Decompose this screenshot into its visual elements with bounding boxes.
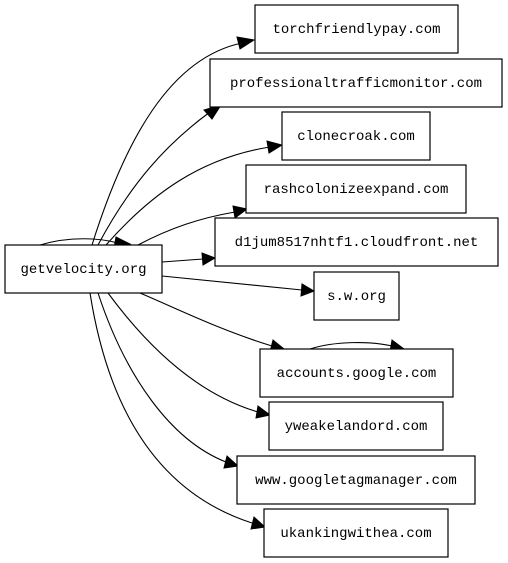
edge-to-accountsgoogle [139, 292, 273, 347]
node-label: professionaltrafficmonitor.com [230, 76, 482, 92]
edge-to-professionaltrafficmonitor [97, 111, 211, 246]
edge-to-sworg [161, 275, 303, 291]
node-label: getvelocity.org [20, 262, 146, 278]
node-cloudfront[interactable]: d1jum8517nhtf1.cloudfront.net [214, 217, 499, 267]
node-getvelocity[interactable]: getvelocity.org [4, 244, 163, 294]
edge-to-torchfriendlypay [91, 42, 243, 246]
edge-getvelocity-self [39, 238, 119, 246]
edge-to-rashcolonizeexpand [137, 211, 236, 246]
node-label: yweakelandord.com [285, 419, 428, 435]
edge-to-clonecroak [105, 146, 271, 246]
edge-to-yweakelandord [107, 292, 259, 413]
node-ukankingwithea[interactable]: ukankingwithea.com [263, 508, 449, 558]
edge-to-ukankingwithea-arrowhead [250, 516, 267, 530]
edge-to-torchfriendlypay-arrowhead [236, 36, 256, 50]
node-label: clonecroak.com [297, 129, 415, 145]
edge-to-googletagmanager-arrowhead [223, 455, 240, 469]
node-clonecroak[interactable]: clonecroak.com [281, 111, 431, 161]
edge-to-ukankingwithea [89, 292, 253, 524]
node-accountsgoogle[interactable]: accounts.google.com [259, 348, 454, 398]
edge-to-rashcolonizeexpand-arrowhead [232, 205, 249, 219]
edge-to-yweakelandord-arrowhead [255, 405, 272, 419]
node-label: www.googletagmanager.com [255, 473, 457, 489]
node-torchfriendlypay[interactable]: torchfriendlypay.com [254, 4, 459, 54]
node-professionaltrafficmonitor[interactable]: professionaltrafficmonitor.com [209, 58, 503, 108]
node-label: ukankingwithea.com [280, 526, 431, 542]
node-label: rashcolonizeexpand.com [264, 182, 449, 198]
node-rashcolonizeexpand[interactable]: rashcolonizeexpand.com [245, 164, 467, 214]
edge-to-clonecroak-arrowhead [266, 140, 284, 154]
node-label: d1jum8517nhtf1.cloudfront.net [235, 235, 479, 251]
node-googletagmanager[interactable]: www.googletagmanager.com [236, 455, 476, 505]
edge-to-cloudfront [161, 258, 204, 263]
nodes: getvelocity.org torchfriendlypay.com pro… [4, 4, 503, 558]
node-label: accounts.google.com [277, 366, 437, 382]
node-label: s.w.org [327, 289, 386, 305]
edge-accountsgoogle-self [309, 342, 393, 350]
edge-to-sworg-arrowhead [300, 283, 316, 297]
node-yweakelandord[interactable]: yweakelandord.com [268, 401, 444, 451]
node-label: torchfriendlypay.com [272, 22, 440, 38]
edge-to-googletagmanager [97, 292, 227, 463]
node-sworg[interactable]: s.w.org [313, 271, 400, 321]
edges [39, 36, 406, 530]
edge-to-cloudfront-arrowhead [201, 252, 217, 266]
